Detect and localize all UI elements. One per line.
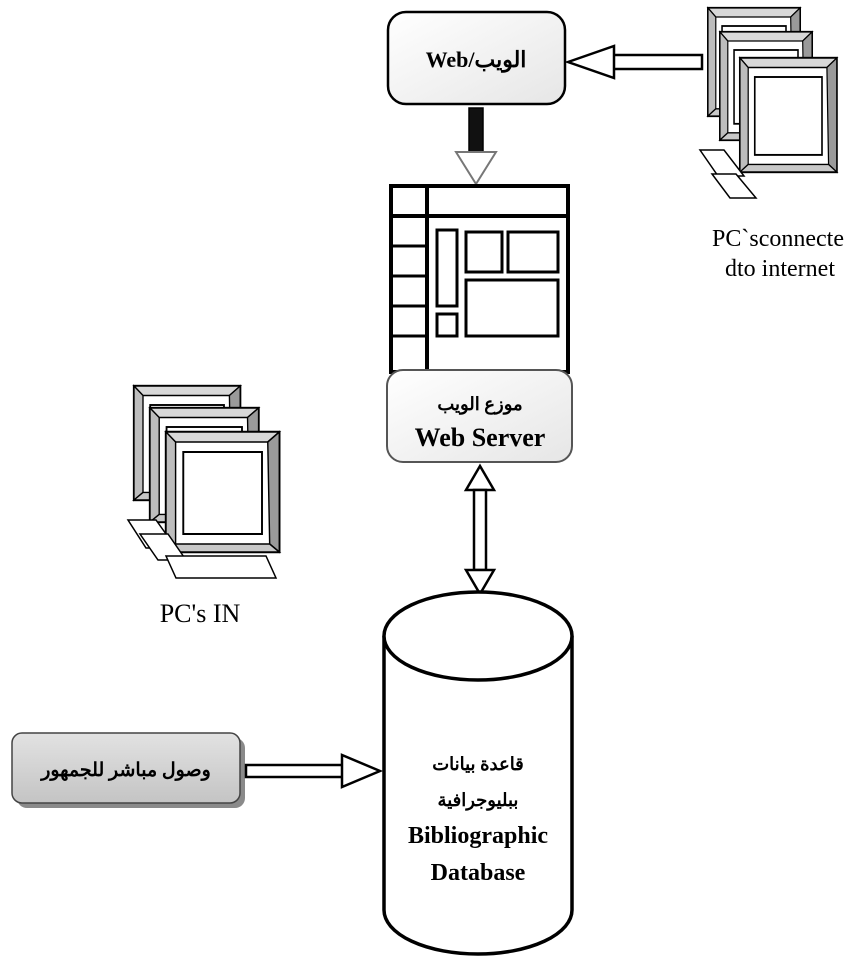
web-label: Web/الويب (426, 47, 527, 73)
web-server-label-ar: موزع الويب (437, 394, 522, 415)
internet-pcs-label: PC`sconnecte dto internet (712, 226, 844, 282)
database-cylinder: قاعدة بيانات ببليوجرافية Bibliographic D… (382, 590, 574, 956)
arrow-web-to-server (454, 107, 498, 186)
arrow-public-to-database (244, 753, 384, 789)
internet-pcs-label-2: dto internet (725, 256, 835, 282)
local-pcs-icon (126, 384, 281, 579)
arrow-internet-to-web (564, 44, 704, 80)
database-label-en-1: Bibliographic (408, 823, 548, 849)
internet-pcs-icon (698, 6, 838, 199)
web-server-label-en: Web Server (415, 423, 546, 452)
database-label-en-2: Database (431, 860, 526, 886)
web-server-node: موزع الويب Web Server (386, 369, 573, 463)
arrow-server-database (463, 463, 497, 597)
database-label-ar-2: ببليوجرافية (438, 790, 519, 811)
public-access-node: وصول مباشر للجمهور (11, 732, 245, 808)
internet-pcs-label-1: PC`sconnecte (712, 226, 844, 252)
database-label-ar-1: قاعدة بيانات (432, 754, 524, 774)
local-pcs-label: PC's IN (160, 599, 241, 628)
public-access-label: وصول مباشر للجمهور (39, 760, 211, 781)
web-server-window-icon (389, 184, 570, 374)
web-node: Web/الويب (386, 10, 567, 106)
